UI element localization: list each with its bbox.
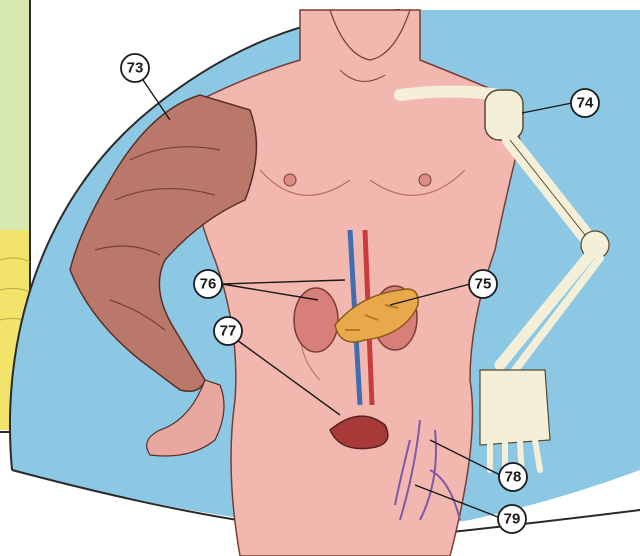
callout-label: 74 — [577, 95, 594, 112]
callout-label: 79 — [504, 511, 521, 528]
callout-label: 75 — [475, 276, 492, 293]
callout-label: 77 — [220, 323, 237, 340]
callout-label: 73 — [127, 60, 144, 77]
callout-73: 73 — [121, 54, 149, 82]
callout-label: 76 — [200, 276, 217, 293]
callout-76: 76 — [194, 270, 222, 298]
callout-77: 77 — [214, 317, 242, 345]
callout-75: 75 — [469, 270, 497, 298]
callout-74: 74 — [571, 89, 599, 117]
callout-79: 79 — [498, 505, 526, 533]
callout-label: 78 — [505, 469, 522, 486]
callout-78: 78 — [499, 463, 527, 491]
